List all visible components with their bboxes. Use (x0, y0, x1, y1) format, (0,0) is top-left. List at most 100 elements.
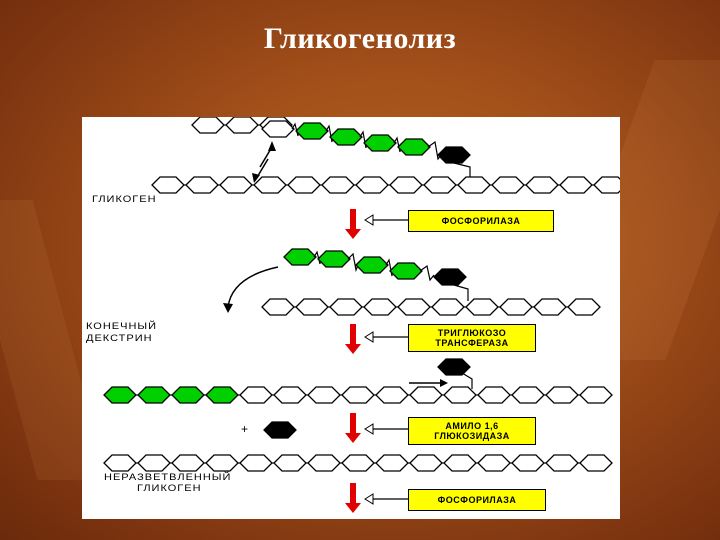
reaction-arrow (350, 209, 356, 231)
label-glycogen: ГЛИКОГЕН (92, 194, 157, 205)
label-unbranched-line1: НЕРАЗВЕТВЛЕННЫЙ (104, 472, 232, 483)
cleavage-arrow (252, 173, 260, 183)
free-glucose (263, 421, 297, 439)
reaction-arrow (350, 483, 356, 505)
cleavage-arrow (440, 379, 448, 387)
glucose-unit (409, 454, 443, 472)
glycosidic-bond (347, 252, 359, 273)
glucose-unit (355, 176, 389, 194)
glucose-unit (261, 120, 295, 138)
glucose-unit (525, 176, 559, 194)
glucose-unit (171, 386, 205, 404)
glucose-unit (171, 454, 205, 472)
enzyme-box-phosphorylase-2: ФОСФОРИЛАЗА (408, 489, 546, 511)
reaction-arrow (350, 324, 356, 346)
branch-point-glucose (437, 358, 471, 376)
reaction-arrow (345, 503, 361, 513)
glucose-unit (205, 454, 239, 472)
glucose-unit (191, 117, 225, 134)
enzyme-pointer-arrow (364, 493, 374, 505)
glucose-unit (443, 386, 477, 404)
glucose-unit (545, 386, 579, 404)
glucose-unit (579, 454, 613, 472)
enzyme-box-transferase: ТРИГЛЮКОЗО ТРАНСФЕРАЗА (408, 324, 536, 352)
branch-point-glucose (433, 268, 467, 286)
glucose-unit-green (283, 248, 317, 266)
glucose-unit (397, 298, 431, 316)
glucose-unit (261, 298, 295, 316)
glucose-unit (465, 298, 499, 316)
glucose-unit (457, 176, 491, 194)
glucose-unit (375, 386, 409, 404)
glucose-unit-green (295, 122, 329, 140)
enzyme-glucosidase-line1: АМИЛО 1,6 (445, 421, 499, 431)
glucose-unit (559, 176, 593, 194)
enzyme-transferase-line1: ТРИГЛЮКОЗО (437, 328, 507, 338)
glucose-unit (341, 386, 375, 404)
enzyme-pointer-arrow (364, 331, 374, 343)
cleavage-arrow (268, 141, 276, 151)
slide-title: Гликогенолиз (263, 22, 457, 55)
glucose-unit (219, 176, 253, 194)
glucose-unit-green (397, 138, 431, 156)
glucose-unit (341, 454, 375, 472)
glucose-unit (533, 298, 567, 316)
glucose-unit (103, 454, 137, 472)
glucose-unit (307, 454, 341, 472)
enzyme-box-phosphorylase: ФОСФОРИЛАЗА (408, 210, 554, 232)
glucose-unit (307, 386, 341, 404)
glucose-unit (499, 298, 533, 316)
transfer-arrow (223, 303, 233, 313)
glucose-unit (137, 454, 171, 472)
label-limit-dextrin-line2: ДЕКСТРИН (86, 333, 153, 344)
glucose-unit (375, 454, 409, 472)
glucose-unit (239, 386, 273, 404)
glucose-unit (103, 386, 137, 404)
glucose-unit (579, 386, 613, 404)
glycosidic-bond (385, 258, 393, 277)
enzyme-transferase-line2: ТРАНСФЕРАЗА (435, 338, 509, 348)
glucose-unit (205, 386, 239, 404)
glucose-unit (185, 176, 219, 194)
glucose-unit-green (389, 262, 423, 280)
glucose-unit (295, 298, 329, 316)
glucose-unit (273, 386, 307, 404)
reaction-arrow (345, 344, 361, 354)
glucose-unit (239, 454, 273, 472)
glucose-unit (567, 298, 601, 316)
glucose-unit (151, 176, 185, 194)
branch-link (453, 162, 471, 177)
glucose-unit (423, 176, 457, 194)
glucose-unit (511, 454, 545, 472)
glycosidic-bond (419, 264, 435, 282)
glucose-unit (225, 117, 259, 134)
glucose-unit (287, 176, 321, 194)
plus-sign: + (241, 422, 249, 436)
reaction-arrow (350, 413, 356, 435)
glycosidic-bond (325, 124, 333, 143)
branch-link (461, 372, 473, 389)
glucose-unit (477, 454, 511, 472)
enzyme-pointer-arrow (364, 214, 374, 226)
glucose-unit (443, 454, 477, 472)
label-limit-dextrin-line1: КОНЕЧНЫЙ (86, 321, 158, 332)
glucose-unit (253, 176, 287, 194)
branch-link (453, 284, 469, 301)
enzyme-pointer-arrow (364, 423, 374, 435)
glucose-unit (137, 386, 171, 404)
glucose-unit (491, 176, 525, 194)
glucose-unit (363, 298, 397, 316)
glucose-unit (409, 386, 443, 404)
glucose-unit (477, 386, 511, 404)
reaction-arrow (345, 229, 361, 239)
glucose-unit (545, 454, 579, 472)
glucose-unit-green (329, 128, 363, 146)
enzyme-box-glucosidase: АМИЛО 1,6 ГЛЮКОЗИДАЗА (408, 417, 536, 445)
glycosidic-bond (359, 130, 367, 149)
glycogenolysis-diagram: ГЛИКОГЕН КОНЕЧНЫЙ ДЕКСТРИН НЕРАЗВЕТВЛЕНН… (82, 117, 620, 519)
glucose-unit-green (355, 256, 389, 274)
transfer-arrow (227, 266, 279, 308)
reaction-arrow (345, 433, 361, 443)
enzyme-glucosidase-line2: ГЛЮКОЗИДАЗА (434, 431, 510, 441)
glucose-unit (273, 454, 307, 472)
